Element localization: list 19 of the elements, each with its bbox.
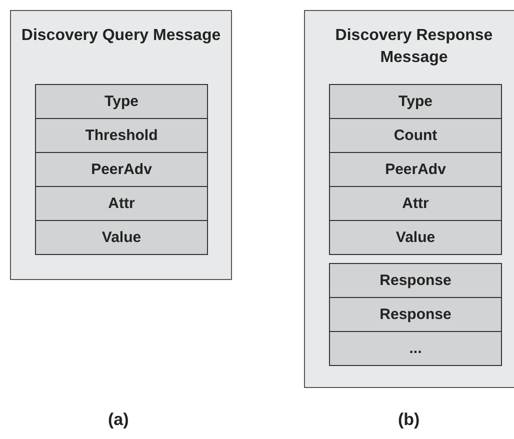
panel-title: Discovery Query Message [20, 26, 222, 46]
message-field: PeerAdv [35, 152, 208, 187]
message-field: Count [329, 118, 502, 153]
message-field: Type [329, 84, 502, 119]
message-field: ... [329, 331, 502, 366]
message-field: Value [35, 220, 208, 255]
panel-title: Discovery Response Message [334, 26, 494, 68]
message-panel [304, 10, 514, 388]
message-field: Response [329, 297, 502, 332]
message-field: Attr [35, 186, 208, 221]
message-panel [10, 10, 232, 280]
message-field: PeerAdv [329, 152, 502, 187]
message-field: Value [329, 220, 502, 255]
panel-caption: (b) [398, 410, 420, 430]
message-field: Threshold [35, 118, 208, 153]
message-field: Response [329, 263, 502, 298]
panel-caption: (a) [108, 410, 129, 430]
message-field: Type [35, 84, 208, 119]
message-field: Attr [329, 186, 502, 221]
